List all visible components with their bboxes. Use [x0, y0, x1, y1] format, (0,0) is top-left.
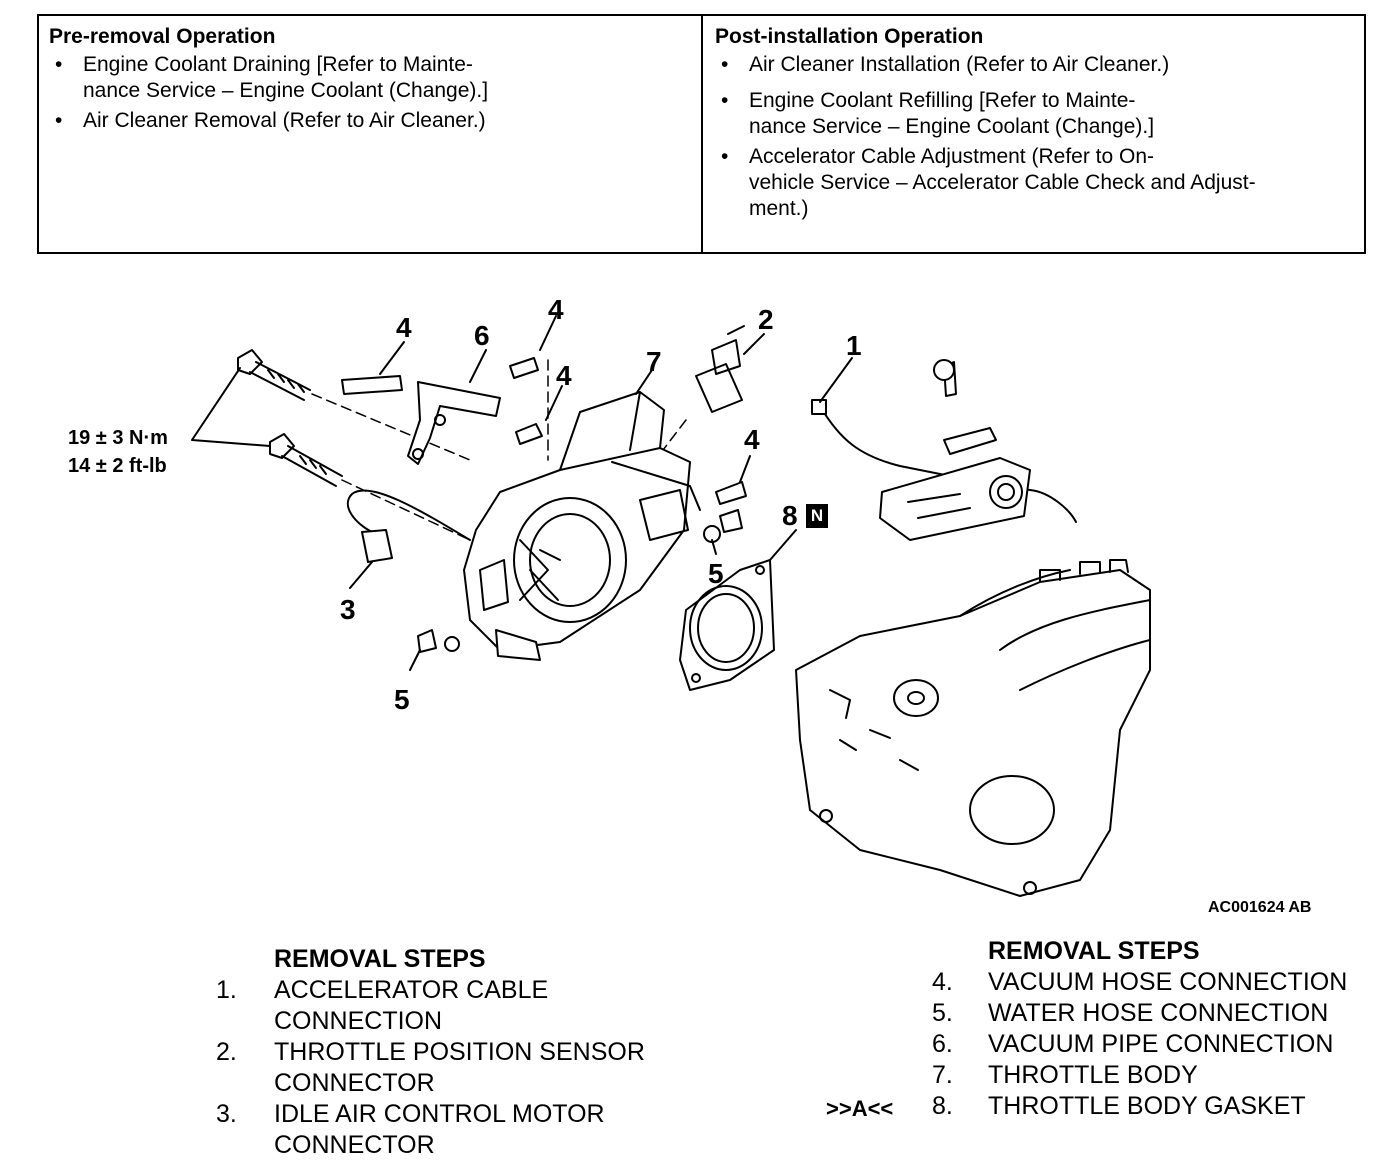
list-item: 2. THROTTLE POSITION SENSOR CONNECTOR [216, 1037, 716, 1099]
step-number: 6. [932, 1030, 953, 1058]
list-item: • Engine Coolant Draining [Refer to Main… [49, 52, 691, 104]
list-item: 3. IDLE AIR CONTROL MOTOR CONNECTOR [216, 1099, 716, 1161]
callout-1: 1 [846, 330, 862, 361]
list-item-line: nance Service – Engine Coolant (Change).… [83, 79, 489, 102]
list-item: 1. ACCELERATOR CABLE CONNECTION [216, 975, 716, 1037]
new-part-badge: N [806, 504, 828, 528]
vacuum-hose-icon [341, 357, 747, 505]
removal-steps-left: REMOVAL STEPS 1. ACCELERATOR CABLE CONNE… [216, 944, 716, 1161]
removal-steps-heading: REMOVAL STEPS [274, 945, 486, 973]
step-number: 5. [932, 999, 953, 1027]
step-number: 2. [216, 1038, 237, 1066]
step-text: IDLE AIR CONTROL MOTOR [274, 1100, 605, 1128]
callout-4: 4 [548, 294, 564, 325]
post-installation-title: Post-installation Operation [715, 25, 984, 48]
bullet: • [55, 109, 63, 132]
step-text: ACCELERATOR CABLE [274, 976, 549, 1004]
callout-4: 4 [556, 360, 572, 391]
operations-table: Pre-removal Operation • Engine Coolant D… [37, 14, 1366, 254]
step-text: THROTTLE POSITION SENSOR [274, 1038, 645, 1066]
callout-7: 7 [646, 346, 662, 377]
step-text: CONNECTION [274, 1007, 443, 1035]
callout-5: 5 [394, 684, 410, 715]
throttle-body-icon [463, 391, 701, 661]
list-item-line: Air Cleaner Removal (Refer to Air Cleane… [83, 109, 486, 132]
callout-3: 3 [340, 594, 356, 625]
bullet: • [55, 53, 63, 76]
callout-8: 8 [782, 500, 798, 531]
callout-5: 5 [708, 558, 724, 589]
idle-air-control-connector-icon [346, 489, 471, 563]
step-text: CONNECTOR [274, 1131, 435, 1159]
list-item: 8. THROTTLE BODY GASKET [932, 1091, 1382, 1122]
step-number: 7. [932, 1061, 953, 1089]
throttle-body-illustration [191, 315, 1151, 897]
torque-nm-label: 19 ± 3 N·m [68, 427, 168, 449]
list-item-line: nance Service – Engine Coolant (Change).… [749, 115, 1155, 138]
list-item-line: Engine Coolant Draining [Refer to Mainte… [83, 53, 473, 76]
throttle-body-gasket-icon [679, 559, 775, 691]
step-text: VACUUM HOSE CONNECTION [988, 968, 1348, 996]
bolt-upper-icon [237, 349, 311, 401]
removal-steps-heading: REMOVAL STEPS [988, 937, 1200, 965]
list-item-line: Air Cleaner Installation (Refer to Air C… [749, 53, 1170, 76]
post-installation-list: • Air Cleaner Installation (Refer to Air… [715, 52, 1354, 222]
list-item: • Air Cleaner Installation (Refer to Air… [715, 52, 1354, 78]
step-number: 8. [932, 1092, 953, 1120]
callout-2: 2 [758, 304, 774, 335]
intake-manifold-icon [795, 559, 1151, 897]
exploded-view-diagram: 4 6 4 4 7 2 1 4 8 N 5 3 5 19 ± 3 N·m 14 … [0, 270, 1392, 930]
throttle-position-sensor-connector-icon [695, 325, 745, 413]
pre-removal-title: Pre-removal Operation [49, 25, 276, 48]
list-item-line: ment.) [749, 197, 809, 220]
step-number: 4. [932, 968, 953, 996]
removal-steps-right: REMOVAL STEPS 4. VACUUM HOSE CONNECTION … [932, 936, 1382, 1122]
torque-ftlb-label: 14 ± 2 ft-lb [68, 455, 167, 477]
list-item: 5. WATER HOSE CONNECTION [932, 998, 1382, 1029]
bolt-lower-icon [269, 433, 343, 487]
bullet: • [721, 89, 729, 112]
list-item-line: Accelerator Cable Adjustment (Refer to O… [749, 145, 1155, 168]
step-text: VACUUM PIPE CONNECTION [988, 1030, 1334, 1058]
figure-code: AC001624 AB [1208, 899, 1312, 916]
bullet: • [721, 145, 729, 168]
list-item: • Air Cleaner Removal (Refer to Air Clea… [49, 108, 691, 134]
step-text: WATER HOSE CONNECTION [988, 999, 1329, 1027]
vacuum-pipe-bracket-icon [407, 381, 501, 465]
pre-removal-list: • Engine Coolant Draining [Refer to Main… [49, 52, 691, 134]
accelerator-cable-icon [811, 359, 1077, 541]
callout-6: 6 [474, 320, 490, 351]
list-item: 6. VACUUM PIPE CONNECTION [932, 1029, 1382, 1060]
step-text: THROTTLE BODY GASKET [988, 1092, 1306, 1120]
callout-4: 4 [396, 312, 412, 343]
post-installation-cell: Post-installation Operation • Air Cleane… [703, 16, 1364, 252]
step-text: CONNECTOR [274, 1069, 435, 1097]
callout-4: 4 [744, 424, 760, 455]
list-item: • Accelerator Cable Adjustment (Refer to… [715, 144, 1354, 222]
list-item: • Engine Coolant Refilling [Refer to Mai… [715, 88, 1354, 140]
pre-removal-cell: Pre-removal Operation • Engine Coolant D… [39, 16, 703, 252]
list-item-line: vehicle Service – Accelerator Cable Chec… [749, 171, 1256, 194]
step-text: THROTTLE BODY [988, 1061, 1198, 1089]
list-item: 7. THROTTLE BODY [932, 1060, 1382, 1091]
step-number: 3. [216, 1100, 237, 1128]
water-hose-clamp-icon [417, 509, 743, 653]
bullet: • [721, 53, 729, 76]
service-point-mark: >>A<< [826, 1096, 894, 1121]
list-item-line: Engine Coolant Refilling [Refer to Maint… [749, 89, 1136, 112]
list-item: 4. VACUUM HOSE CONNECTION [932, 967, 1382, 998]
step-number: 1. [216, 976, 237, 1004]
